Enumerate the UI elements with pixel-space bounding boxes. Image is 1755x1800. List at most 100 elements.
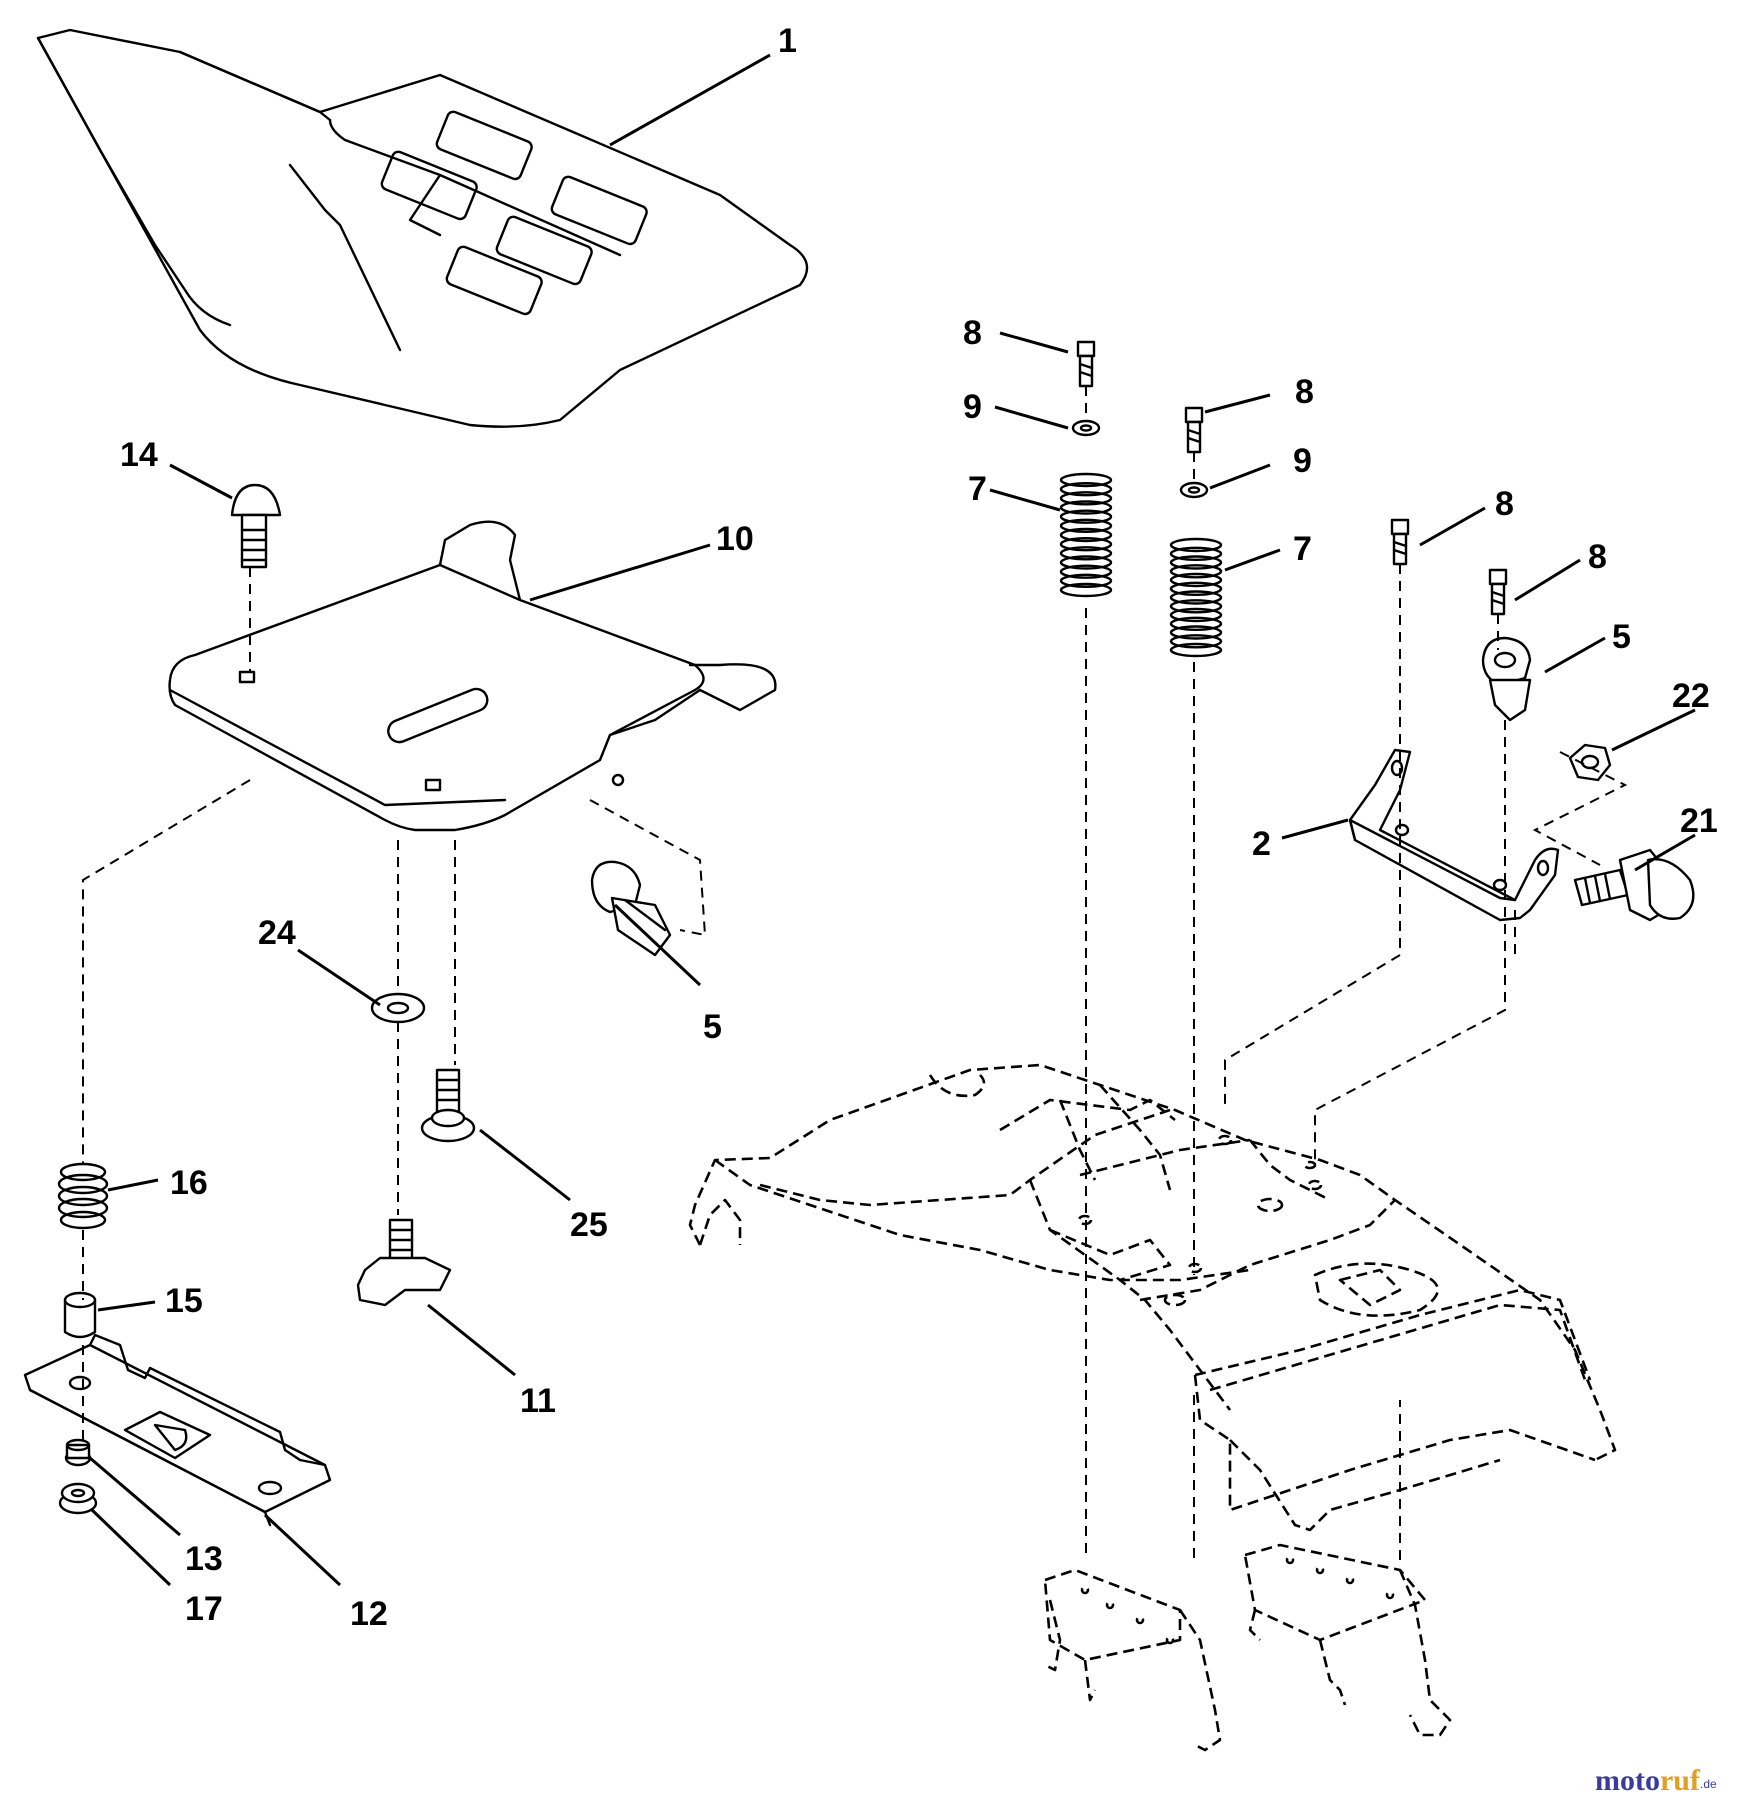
watermark-suffix: .de	[1700, 1777, 1717, 1791]
leader-2	[1281, 818, 1349, 840]
washer-part-9-b	[1179, 481, 1209, 499]
callout-12: 12	[350, 1595, 388, 1633]
callout-5-right: 5	[1612, 618, 1631, 656]
spring-coil	[1059, 482, 1113, 497]
nut-part-17	[58, 1482, 98, 1515]
spring-coil	[1059, 527, 1113, 543]
callout-8-d: 8	[1588, 538, 1607, 576]
spring-coil	[1169, 642, 1223, 658]
bolt-part-21	[1573, 848, 1695, 922]
watermark-part2: ruf	[1660, 1764, 1701, 1797]
callout-5-left: 5	[703, 1008, 722, 1046]
leader-12	[263, 1513, 342, 1587]
leader-8-a	[999, 331, 1069, 354]
watermark-part1: moto	[1595, 1764, 1660, 1797]
clip-part-5-right	[1481, 636, 1532, 722]
leader-11	[427, 1303, 516, 1377]
leader-25	[479, 1128, 571, 1202]
leader-14	[169, 463, 233, 500]
leader-15	[97, 1300, 156, 1312]
leader-9-b	[1209, 463, 1271, 490]
spring-part-16	[57, 1162, 109, 1230]
spring-coil	[1059, 582, 1113, 598]
callout-7-a: 7	[968, 470, 987, 508]
spring-coil	[1169, 607, 1223, 623]
leader-7-a	[989, 488, 1061, 512]
spring-coil	[1169, 572, 1223, 588]
spring-coil	[1059, 573, 1113, 588]
shoulder-bolt-part-25	[420, 1068, 476, 1143]
callout-10: 10	[716, 520, 754, 558]
clip-part-5-left	[590, 860, 672, 957]
leader-lines	[89, 53, 1696, 1587]
bracket-part-12	[23, 1333, 332, 1527]
bracket-part-2	[1348, 748, 1560, 922]
spring-coil	[1169, 625, 1223, 640]
leader-1	[609, 53, 771, 147]
spring-coil	[1169, 616, 1223, 631]
spring-coil	[1059, 564, 1113, 579]
nut-part-13	[64, 1438, 92, 1467]
spring-coil	[1059, 500, 1113, 515]
callout-8-c: 8	[1495, 485, 1514, 523]
leader-5-right	[1544, 636, 1606, 674]
callout-15: 15	[165, 1282, 203, 1320]
callout-22: 22	[1672, 677, 1710, 715]
seat-part-1	[36, 28, 809, 428]
callout-2: 2	[1252, 825, 1271, 863]
spring-coil	[1169, 581, 1223, 596]
leader-16	[107, 1178, 159, 1192]
spring-coil	[1169, 537, 1223, 553]
callout-25: 25	[570, 1206, 608, 1244]
callout-8-a: 8	[963, 314, 982, 352]
spring-coil	[1059, 518, 1113, 533]
leader-8-b	[1204, 393, 1271, 414]
callout-14: 14	[120, 436, 158, 474]
leader-8-d	[1514, 558, 1581, 602]
leader-22	[1611, 708, 1696, 752]
spring-coil	[1059, 555, 1113, 570]
leader-5-left	[613, 903, 702, 987]
leader-8-c	[1419, 506, 1486, 547]
callout-21: 21	[1680, 802, 1718, 840]
leader-10	[529, 543, 711, 602]
callout-9-b: 9	[1293, 442, 1312, 480]
leader-13	[89, 1456, 181, 1537]
leader-9-a	[994, 405, 1069, 430]
wing-knob-part-11	[356, 1218, 452, 1307]
spring-part-7-b	[1169, 537, 1223, 658]
callout-9-a: 9	[963, 388, 982, 426]
frame-phantom	[688, 1063, 1617, 1752]
svg-text:motoruf.de: motoruf.de	[1595, 1764, 1717, 1797]
leader-7-b	[1224, 548, 1281, 572]
callout-8-b: 8	[1295, 373, 1314, 411]
leader-24	[297, 948, 381, 1007]
spring-coil	[1059, 537, 1113, 552]
callout-7-b: 7	[1293, 530, 1312, 568]
spring-coil	[1059, 491, 1113, 506]
callout-13: 13	[185, 1540, 223, 1578]
spring-coil	[1169, 555, 1223, 570]
washer-part-24	[370, 992, 426, 1024]
bolt-part-8-d	[1488, 568, 1508, 616]
assembly-lines	[82, 386, 1628, 1565]
spring-coil	[1059, 509, 1113, 524]
spring-coil	[1169, 590, 1223, 605]
bushing-part-15	[63, 1291, 97, 1339]
leader-17	[90, 1508, 172, 1587]
nut-part-22	[1568, 743, 1612, 782]
bolt-part-8-a	[1076, 340, 1096, 388]
callouts: 1 10 14 5 24 25 11 16 15 12 13 17 8 9 7 …	[120, 22, 1718, 1633]
callout-11: 11	[520, 1382, 556, 1420]
spring-coil	[1169, 546, 1223, 561]
spring-coil	[1169, 634, 1223, 649]
spring-coil	[1169, 564, 1223, 579]
bolt-part-8-b	[1184, 406, 1204, 454]
carriage-bolt-part-14	[230, 483, 282, 569]
bolt-part-8-c	[1390, 518, 1410, 566]
callout-24: 24	[258, 914, 296, 952]
callout-17: 17	[185, 1590, 223, 1628]
spring-part-7-a	[1059, 472, 1113, 598]
washer-part-9-a	[1071, 419, 1101, 437]
